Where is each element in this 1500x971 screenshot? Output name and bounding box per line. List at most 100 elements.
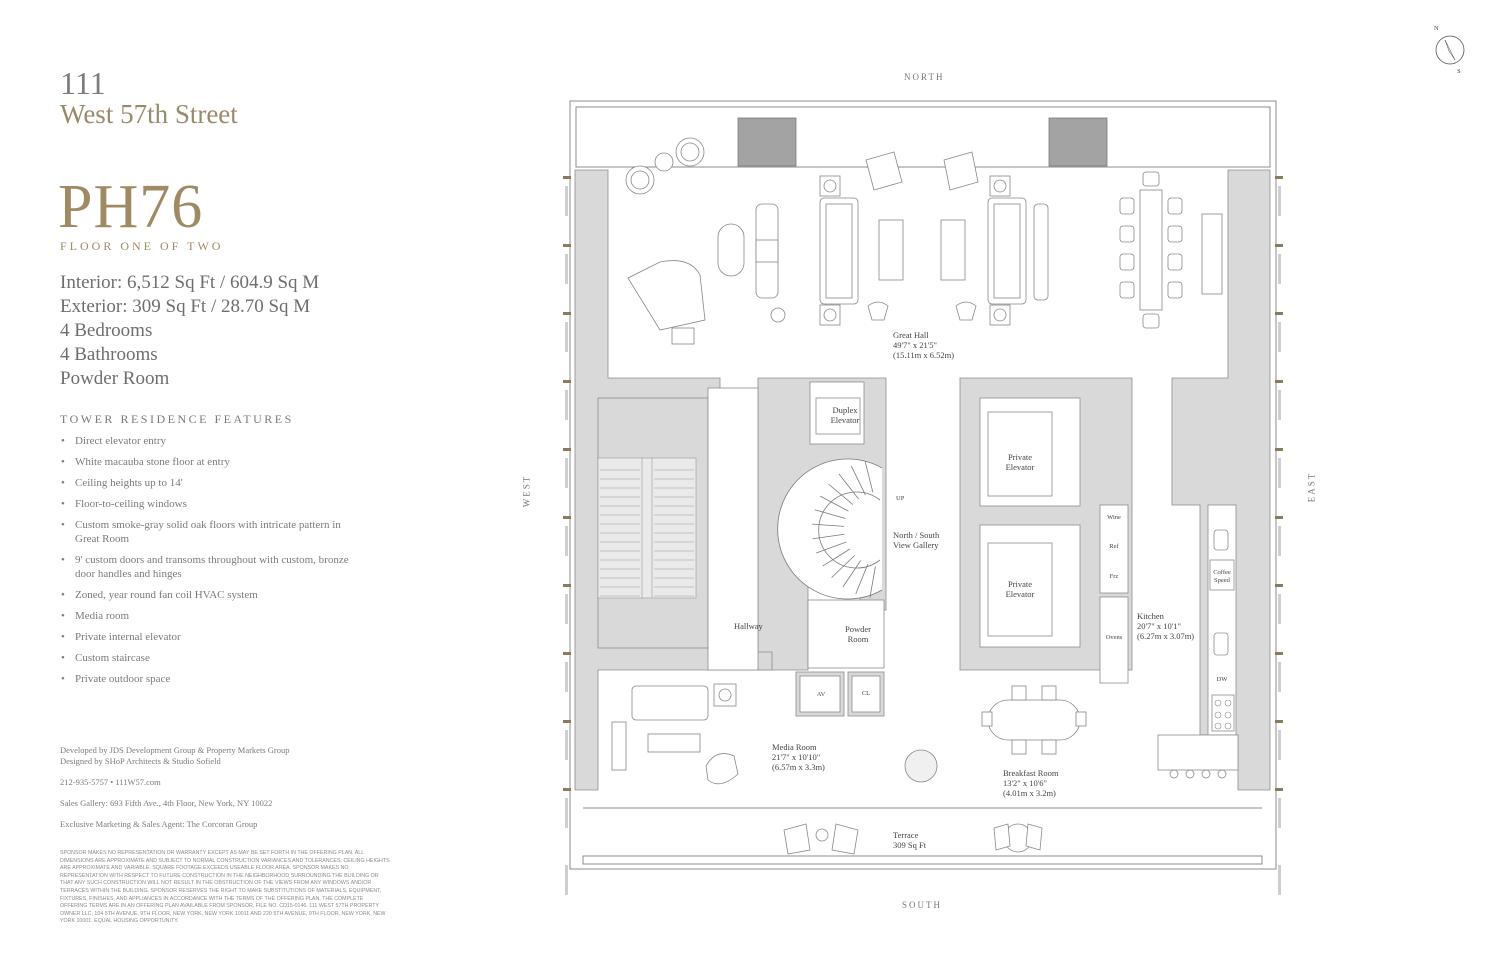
spiral-tread	[822, 548, 850, 567]
unit-specs: Interior: 6,512 Sq Ft / 604.9 Sq M Exter…	[60, 271, 319, 391]
bullet: •	[61, 610, 65, 622]
powder-room-label: Powder Room	[845, 624, 871, 644]
bullet: •	[61, 652, 65, 664]
mullion	[1275, 380, 1283, 383]
feature-text: Private internal elevator	[75, 631, 181, 643]
wine-label: Wine	[1107, 514, 1121, 521]
spiral-tread	[814, 509, 846, 519]
dining-chair	[1142, 171, 1160, 187]
column-recess	[565, 798, 568, 828]
mullion	[563, 448, 571, 451]
mullion	[563, 584, 571, 587]
private-elevator-1-label: Private Elevator	[1005, 452, 1035, 472]
mullion	[1275, 244, 1283, 247]
column-recess	[1278, 458, 1281, 488]
south-label: SOUTH	[902, 900, 943, 910]
fireplace-east	[1048, 117, 1108, 167]
features-heading: TOWER RESIDENCE FEATURES	[60, 412, 294, 426]
feature-text: Floor-to-ceiling windows	[75, 498, 187, 510]
column-recess	[565, 390, 568, 420]
bullet: •	[61, 477, 65, 489]
mullion	[563, 788, 571, 791]
feature-item: •Private internal elevator	[60, 630, 360, 644]
bullet: •	[61, 498, 65, 510]
compass-n: N	[1434, 25, 1439, 32]
ref-label: Ref	[1109, 543, 1119, 550]
dining-chair	[1119, 197, 1135, 215]
duplex-elevator-cab	[815, 397, 861, 435]
feature-text: Custom staircase	[75, 652, 150, 664]
bullet: •	[61, 519, 65, 531]
terrace-label: Terrace 309 Sq Ft	[893, 830, 927, 850]
feature-item: • Custom staircase	[60, 651, 360, 665]
hallway-label: Hallway	[734, 621, 763, 631]
feature-text: Ceiling heights up to 14'	[75, 477, 183, 489]
column-recess	[1278, 526, 1281, 556]
compass-s: S	[1457, 68, 1461, 75]
feature-item: •9' custom doors and transoms throughout…	[60, 553, 360, 581]
breakfast-table	[981, 685, 1087, 755]
great-hall-furniture	[625, 137, 1223, 345]
column-recess	[1278, 662, 1281, 692]
feature-text: Custom smoke-gray solid oak floors with …	[75, 519, 341, 545]
spiral-tread	[850, 465, 866, 496]
spec-exterior: Exterior: 309 Sq Ft / 28.70 Sq M	[60, 296, 311, 317]
dining-chair	[1119, 225, 1135, 243]
spiral-tread	[855, 564, 869, 595]
feature-item: •Direct elevator entry	[60, 434, 360, 448]
great-hall-label: Great Hall 49'7" x 21'5" (15.11m x 6.52m…	[893, 330, 955, 360]
unit-name: PH76	[58, 173, 204, 241]
bullet: •	[61, 554, 65, 566]
spec-bedrooms: 4 Bedrooms	[60, 320, 153, 341]
feature-item: •Private outdoor space	[60, 672, 360, 686]
mullion	[563, 720, 571, 723]
fireplace-west	[737, 117, 797, 167]
mullion	[1275, 584, 1283, 587]
east-label: EAST	[1306, 471, 1317, 503]
terrace-furniture	[783, 823, 1043, 855]
column-recess	[565, 662, 568, 692]
credits: Developed by JDS Development Group & Pro…	[60, 745, 289, 840]
private-elevator-1-cab	[987, 411, 1053, 497]
mullion	[563, 380, 571, 383]
bullet: •	[61, 456, 65, 468]
cl-label: CL	[861, 690, 871, 697]
west-label: WEST	[521, 474, 532, 508]
spiral-tread	[828, 483, 854, 505]
spiral-tread	[869, 566, 876, 599]
mullion	[563, 244, 571, 247]
spec-interior: Interior: 6,512 Sq Ft / 604.9 Sq M	[60, 272, 320, 293]
column-recess	[565, 186, 568, 216]
feature-item: • Custom smoke-gray solid oak floors with…	[60, 518, 360, 546]
mullion	[1275, 788, 1283, 791]
feature-text: Media room	[75, 610, 130, 622]
spiral-tread	[816, 541, 847, 554]
mullion	[563, 652, 571, 655]
private-elevator-2-cab	[987, 542, 1053, 637]
building-number: 111	[60, 65, 106, 101]
designer-credit: Designed by SHoP Architects & Studio Sof…	[60, 756, 221, 766]
mullion	[563, 516, 571, 519]
media-furniture	[611, 683, 938, 785]
breakfast-room-label: Breakfast Room 13'2" x 10'6" (4.01m x 3.…	[1003, 768, 1059, 798]
spiral-tread	[838, 473, 859, 500]
bullet: •	[61, 589, 65, 601]
feature-text: Private outdoor space	[75, 673, 171, 685]
column-recess	[565, 730, 568, 760]
compass-icon	[1435, 35, 1465, 65]
building-street: West 57th Street	[60, 99, 238, 129]
column-recess	[565, 594, 568, 624]
column-recess	[565, 458, 568, 488]
ovens-column	[1099, 596, 1129, 684]
column-recess	[565, 322, 568, 352]
column-recess	[565, 526, 568, 556]
outer-perimeter	[569, 100, 1277, 870]
frz-label: Frz	[1109, 573, 1119, 580]
column-recess	[565, 254, 568, 284]
feature-item: • Floor-to-ceiling windows	[60, 497, 360, 511]
av-label: AV	[816, 691, 826, 698]
sales-gallery: Sales Gallery: 693 Fifth Ave., 4th Floor…	[60, 798, 273, 808]
developer-credit: Developed by JDS Development Group & Pro…	[60, 745, 290, 755]
